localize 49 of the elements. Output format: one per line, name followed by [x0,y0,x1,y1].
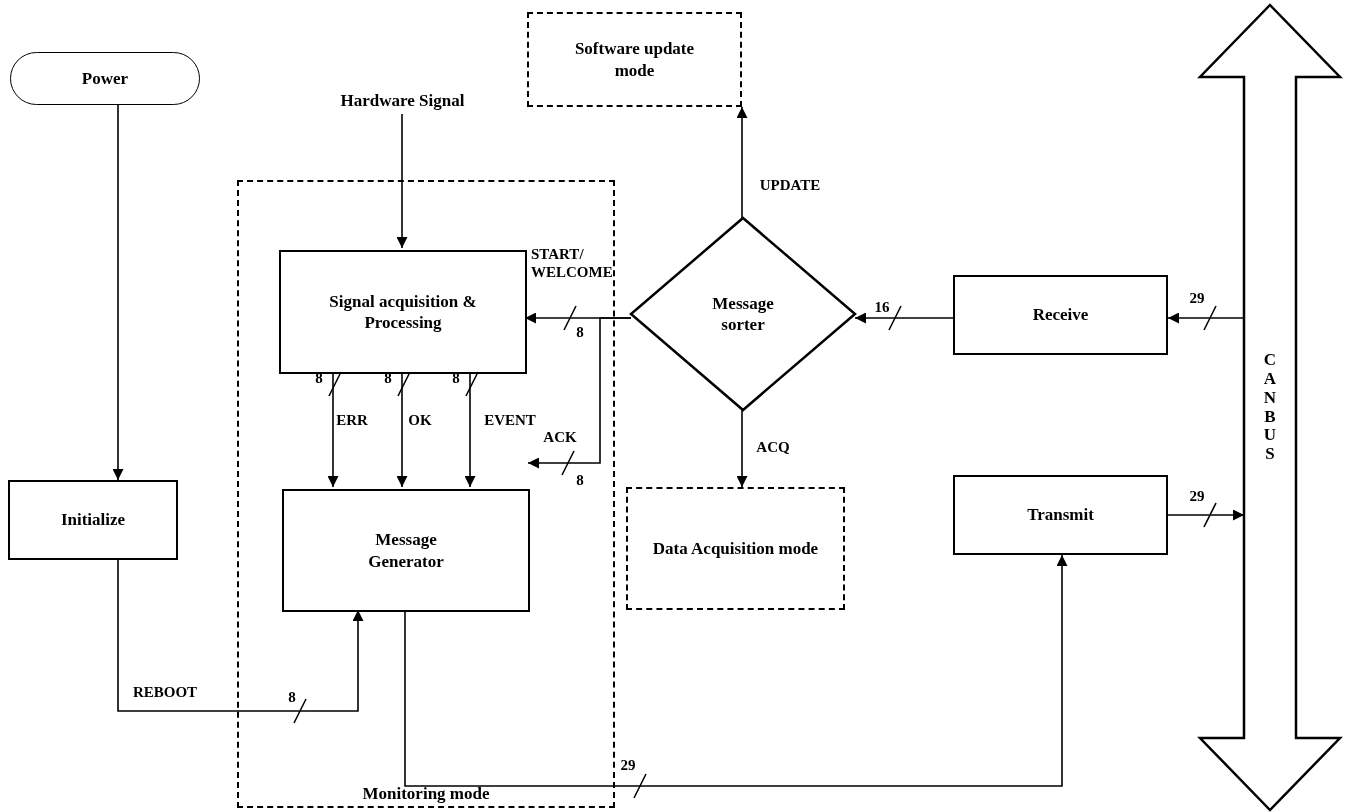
connector-arrow [1167,312,1245,324]
mode-box [527,12,742,107]
edge-label: 16 [874,298,890,316]
node-label: Initialize [59,509,127,531]
connector-arrow [736,106,748,219]
node-label: Receive [1031,304,1090,326]
connector-arrow [112,104,124,481]
node-label: Message Generator [367,529,445,572]
mode-box [626,487,845,610]
connector-arrow [396,371,408,488]
edge-label: EVENT [484,411,536,429]
bus-label: CAN BUS [1262,351,1278,464]
process-box [282,489,530,612]
edge-label: OK [408,411,432,429]
connector-arrow [117,559,364,712]
node-label: Power [80,67,130,90]
edge-label: 29 [1189,487,1205,505]
mode-boundary [237,180,615,808]
edge-label: REBOOT [132,683,198,701]
signal-input-label: Hardware Signal [339,90,466,112]
edge-label: ACQ [756,438,790,456]
process-box [279,250,527,374]
process-box [953,275,1168,355]
node-label: Transmit [1026,504,1095,526]
connector-arrow [464,371,476,488]
edge-label: START/ WELCOME [531,245,614,281]
connector-arrow [736,409,748,488]
process-box [953,475,1168,555]
terminal-shape [10,52,200,105]
process-box [8,480,178,560]
node-label: Data Acquisition mode [651,537,820,560]
bus-width-label: 8 [288,688,296,706]
connector-arrow [1167,509,1245,521]
node-label: Signal acquisition & Processing [328,290,478,334]
edge-label: ERR [336,411,368,429]
edge-label: 29 [620,756,636,774]
edge-label: UPDATE [759,176,821,194]
node-label: Message sorter [711,292,775,336]
connector-arrow [854,312,954,324]
connector-arrow [327,371,339,488]
node-label: Monitoring mode [361,782,491,804]
bus-width-label: 8 [576,471,584,489]
edge-label: ACK [543,428,577,446]
connector-arrow [527,317,632,469]
edge-label: 29 [1189,289,1205,307]
node-label: Software update mode [573,38,696,81]
connector-arrow [396,113,408,249]
connector-arrow [404,554,1068,787]
bus-width-label: 8 [576,323,584,341]
